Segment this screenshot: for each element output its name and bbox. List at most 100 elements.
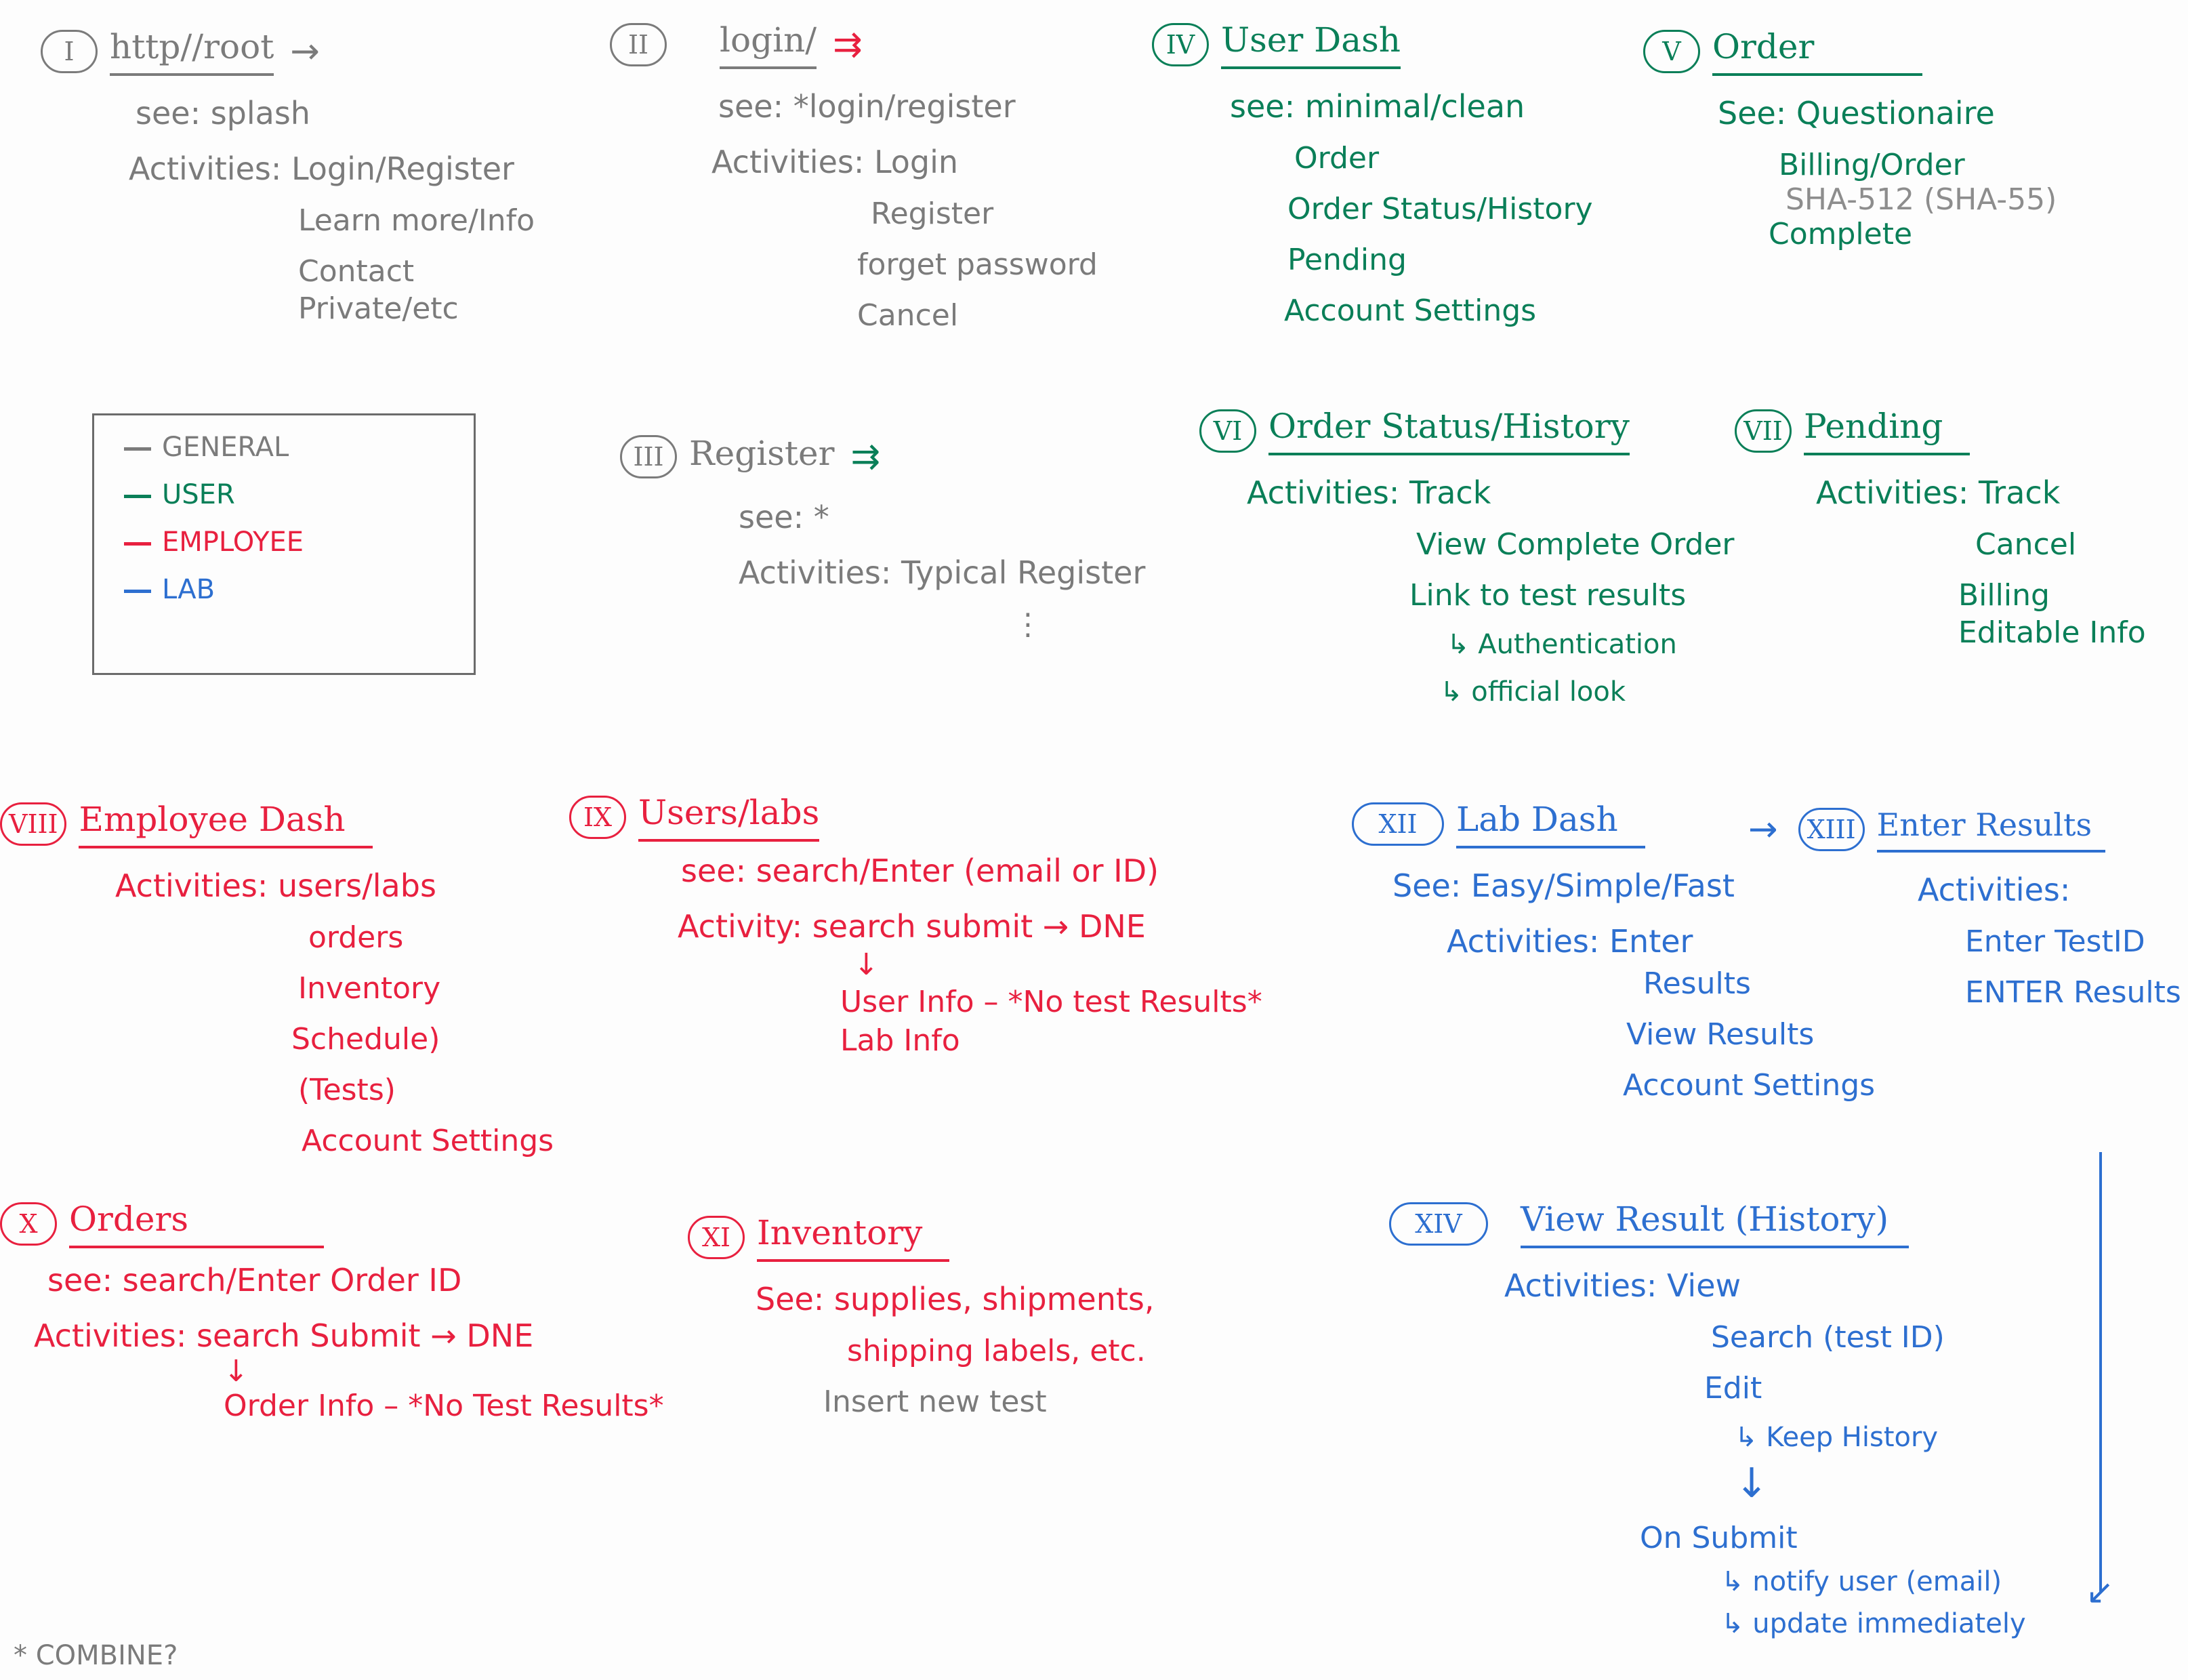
arrow-icon: ⇉ (850, 436, 881, 477)
legend-label: USER (162, 479, 235, 510)
ellipsis: ⋮ (1013, 607, 1043, 642)
legend-label: GENERAL (162, 432, 289, 463)
activity-item: Billing (1958, 578, 2050, 613)
activity-item: Private/etc (298, 291, 459, 326)
section-number: IV (1152, 23, 1209, 66)
section-title: Users/labs (638, 793, 820, 842)
activity-item: Link to test results (1409, 578, 1687, 613)
legend-swatch (124, 541, 151, 546)
footnote: * COMBINE? (14, 1640, 178, 1671)
section-number: V (1643, 30, 1700, 73)
section-register: III Register ⇉ see: * Activities: Typical … (620, 434, 1145, 642)
activity-item: Editable Info (1958, 615, 2146, 650)
see-line: see: *login/register (718, 88, 1016, 125)
see-line: See: supplies, shipments, (756, 1281, 1155, 1317)
legend-swatch (124, 589, 151, 593)
section-title: login/ (720, 20, 817, 69)
activity-item: Learn more/Info (298, 203, 535, 238)
section-title: Pending (1804, 407, 1970, 455)
see-item: shipping labels, etc. (847, 1334, 1146, 1368)
activities-line: Activities: Typical Register (739, 554, 1146, 591)
activity-subitem: ↳ Keep History (1735, 1422, 1939, 1453)
legend-label: EMPLOYEE (162, 527, 304, 558)
activity-item: Inventory (298, 971, 441, 1006)
section-number: II (610, 23, 667, 66)
section-number: X (0, 1202, 57, 1246)
section-title: Lab Dash (1456, 800, 1645, 848)
section-number: VII (1735, 409, 1792, 453)
activity-item: (Tests) (298, 1073, 396, 1107)
activity-item: Lab Info (840, 1023, 960, 1058)
activity-item: Account Settings (1623, 1068, 1876, 1103)
activity-subitem: ↳ Authentication (1447, 629, 1677, 660)
legend-lab: LAB (124, 574, 474, 605)
arrow-icon: → (1748, 809, 1778, 850)
activity-item: Account Settings (1284, 293, 1537, 328)
activity-item: Results (1643, 966, 1751, 1001)
activities-line: Activities: Login/Register (129, 150, 514, 187)
section-title: Employee Dash (79, 800, 373, 848)
activity-subitem: ↳ notify user (email) (1721, 1566, 2002, 1597)
activity-item: Cancel (1975, 527, 2077, 562)
legend-label: LAB (162, 574, 215, 605)
activities-line: Activities: Login (711, 144, 959, 180)
activity-item: Pending (1287, 243, 1407, 277)
activity-item: Cancel (857, 298, 959, 333)
activity-item-crossed: SHA-512 (SHA-55) (1786, 182, 2057, 217)
see-line: see: minimal/clean (1230, 88, 1525, 125)
down-arrow-icon: ↓ (224, 1354, 249, 1389)
activity-item: Register (871, 197, 994, 231)
activity-item: ENTER Results (1965, 975, 2181, 1010)
down-arrow-icon: ↓ (854, 947, 879, 982)
activity-item: View Results (1626, 1017, 1815, 1052)
see-line: see: * (739, 499, 829, 535)
section-number: XII (1352, 802, 1444, 846)
activity-item: forget password (857, 247, 1098, 282)
note-item: Insert new test (823, 1385, 1047, 1419)
legend-swatch (124, 447, 151, 451)
activity-subitem: ↳ update immediately (1721, 1608, 2026, 1639)
activities-line: Activities: search Submit → DNE (34, 1317, 534, 1354)
section-number: III (620, 435, 677, 478)
activity-item: View Complete Order (1416, 527, 1735, 562)
section-title: View Result (History) (1521, 1200, 1910, 1248)
section-view-result: XIV View Result (History) Activities: Vie… (1389, 1200, 2026, 1639)
section-number: VIII (0, 802, 67, 846)
see-line: see: splash (136, 95, 310, 131)
activity-item: Order Info – *No Test Results* (224, 1389, 664, 1423)
activity-line: Activity: search submit → DNE (678, 908, 1146, 945)
activities-line: Activities: (1918, 872, 2071, 908)
activity-item: Schedule) (291, 1022, 440, 1057)
section-title: Orders (69, 1200, 325, 1248)
arrow-icon: ⇉ (833, 24, 863, 65)
section-title: Inventory (757, 1213, 950, 1262)
section-title: User Dash (1221, 20, 1401, 69)
legend-box: GENERAL USER EMPLOYEE LAB (92, 413, 476, 675)
down-arrow-icon: ↓ (1735, 1460, 1769, 1507)
see-line: See: Questionaire (1718, 95, 1995, 131)
legend-general: GENERAL (124, 432, 474, 463)
section-number: XIII (1798, 808, 1865, 851)
section-title: Register (689, 434, 835, 473)
activities-line: Activities: Track (1816, 474, 2061, 511)
section-title: Order (1712, 27, 1923, 76)
activity-item: Order Status/History (1287, 192, 1593, 226)
activities-line: Activities: Enter (1447, 923, 1693, 960)
section-pending: VII Pending Activities: Track Cancel Bill… (1735, 407, 2146, 650)
section-number: XIV (1389, 1202, 1488, 1246)
arrow-icon: → (290, 31, 320, 72)
on-submit-label: On Submit (1640, 1521, 1798, 1555)
see-line: See: Easy/Simple/Fast (1392, 867, 1735, 904)
activity-item: Search (test ID) (1711, 1320, 1945, 1355)
activity-subitem: ↳ official look (1440, 676, 1626, 708)
section-lab-dash: XII Lab Dash See: Easy/Simple/Fast Activi… (1352, 800, 1875, 1103)
legend-swatch (124, 494, 151, 498)
connector-arrowhead-icon: ↙ (2086, 1572, 2114, 1612)
activities-line: Activities: View (1504, 1267, 1741, 1304)
see-line: see: search/Enter Order ID (47, 1262, 462, 1298)
